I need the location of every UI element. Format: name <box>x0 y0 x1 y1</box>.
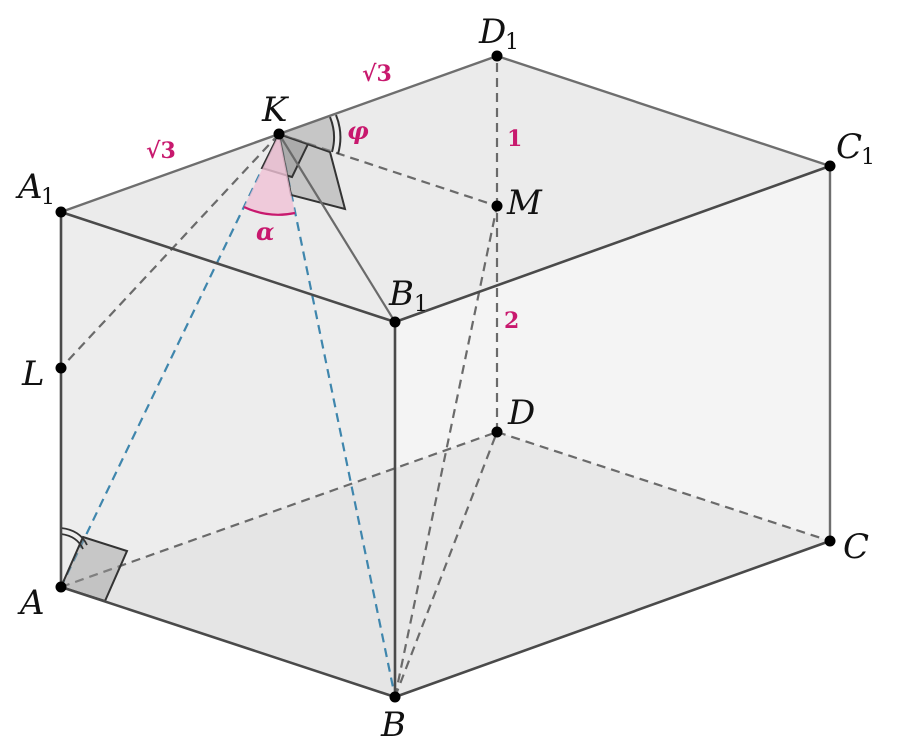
label-L: L <box>21 354 45 394</box>
edge-DC <box>496 430 831 543</box>
label-A: A <box>17 583 45 623</box>
label-B1: B <box>388 274 414 314</box>
edge-A1B1 <box>59 210 397 324</box>
annotation-D1M-length: 1 <box>507 126 522 152</box>
point-D <box>491 426 503 438</box>
point-C1 <box>824 160 836 172</box>
annotation-angle-alpha: α <box>256 217 274 246</box>
edge-D1C1 <box>496 54 831 168</box>
point-L <box>55 362 67 374</box>
annotation-KD1-length: √3 <box>362 61 392 87</box>
label-B1-sub: 1 <box>414 292 428 317</box>
edge-B1C1 <box>393 164 832 324</box>
angle-arc-A <box>60 527 88 546</box>
segment-KA <box>60 133 280 588</box>
label-M: M <box>506 183 543 223</box>
point-A <box>55 581 67 593</box>
point-K <box>273 128 285 140</box>
point-M <box>491 200 503 212</box>
label-D1-sub: 1 <box>505 30 519 55</box>
segment-KB1 <box>278 133 396 323</box>
edge-AB <box>59 585 397 699</box>
point-B1 <box>389 316 401 328</box>
label-C1: C <box>836 127 862 167</box>
point-C <box>824 535 836 547</box>
label-D1: D <box>478 12 506 52</box>
label-C1-sub: 1 <box>861 145 875 170</box>
label-A1-sub: 1 <box>41 185 55 210</box>
angle-alpha-arc <box>243 206 296 216</box>
angle-phi-arc-2 <box>335 114 342 155</box>
segment-BD <box>393 431 499 698</box>
edge-BC <box>393 539 832 699</box>
label-A1: A <box>15 167 43 207</box>
top-face <box>61 56 830 322</box>
angle-arc-A-inner <box>60 533 84 550</box>
angle-alpha-fill <box>244 134 295 215</box>
point-A1 <box>55 206 67 218</box>
point-B <box>389 691 401 703</box>
annotation-angle-phi: φ <box>347 116 369 145</box>
segment-KL <box>60 133 280 369</box>
angle-phi-fill <box>279 117 335 152</box>
annotation-A1K-length: √3 <box>146 138 176 164</box>
point-D1 <box>491 50 503 62</box>
label-B: B <box>380 705 406 745</box>
label-K: K <box>261 90 290 130</box>
angle-phi-arc <box>329 116 335 153</box>
segment-KB <box>277 133 397 698</box>
edge-AD <box>60 430 498 589</box>
label-C: C <box>843 527 869 567</box>
segment-BM <box>393 205 499 698</box>
annotation-MD-length: 2 <box>504 308 519 334</box>
label-D: D <box>507 393 535 433</box>
